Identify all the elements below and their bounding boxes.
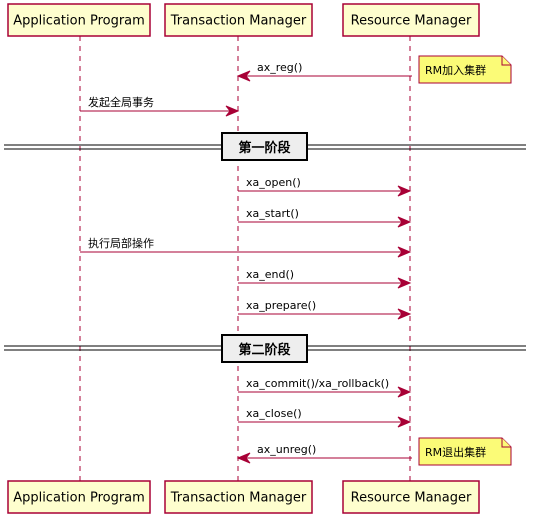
- participant-label: Application Program: [13, 491, 145, 506]
- divider-phase-two: 第二阶段: [4, 334, 526, 363]
- message-xa-open: xa_open(): [238, 176, 412, 197]
- message-xa-prepare: xa_prepare(): [238, 299, 412, 320]
- message-start-global-transaction: 发起全局事务: [80, 95, 240, 117]
- message-ax-reg: ax_reg(): [236, 61, 412, 82]
- participant-application-program-bottom: Application Program: [7, 480, 151, 514]
- message-ax-unreg: ax_unreg(): [236, 443, 412, 464]
- participant-label: Transaction Manager: [170, 14, 307, 29]
- message-label: xa_prepare(): [246, 299, 316, 312]
- note-label: RM加入集群: [425, 63, 486, 77]
- participant-transaction-manager-bottom: Transaction Manager: [164, 480, 313, 514]
- divider-label: 第二阶段: [238, 342, 290, 358]
- divider-label: 第一阶段: [238, 140, 290, 156]
- divider-phase-one: 第一阶段: [4, 132, 526, 161]
- message-label: ax_reg(): [257, 61, 302, 74]
- message-xa-end: xa_end(): [238, 268, 412, 289]
- message-xa-start: xa_start(): [238, 207, 412, 228]
- message-label: ax_unreg(): [257, 443, 316, 456]
- participant-resource-manager-bottom: Resource Manager: [342, 480, 480, 514]
- message-label: 发起全局事务: [88, 95, 154, 109]
- message-label: xa_end(): [246, 268, 294, 281]
- message-xa-close: xa_close(): [238, 407, 412, 428]
- participant-label: Application Program: [13, 14, 145, 29]
- message-xa-commit-rollback: xa_commit()/xa_rollback(): [238, 377, 412, 398]
- participant-label: Resource Manager: [351, 14, 472, 29]
- participant-resource-manager-top: Resource Manager: [342, 3, 480, 37]
- message-execute-local-operation: 执行局部操作: [80, 236, 412, 258]
- participant-application-program-top: Application Program: [7, 3, 151, 37]
- message-label: xa_start(): [246, 207, 299, 220]
- note-rm-exit-cluster: RM退出集群: [418, 437, 512, 466]
- note-label: RM退出集群: [425, 445, 486, 459]
- message-label: xa_commit()/xa_rollback(): [246, 377, 389, 390]
- message-label: xa_close(): [246, 407, 302, 420]
- note-rm-join-cluster: RM加入集群: [418, 55, 512, 84]
- message-label: xa_open(): [246, 176, 301, 189]
- participant-label: Transaction Manager: [170, 491, 307, 506]
- participant-transaction-manager-top: Transaction Manager: [164, 3, 313, 37]
- participant-label: Resource Manager: [351, 491, 472, 506]
- message-label: 执行局部操作: [88, 236, 154, 250]
